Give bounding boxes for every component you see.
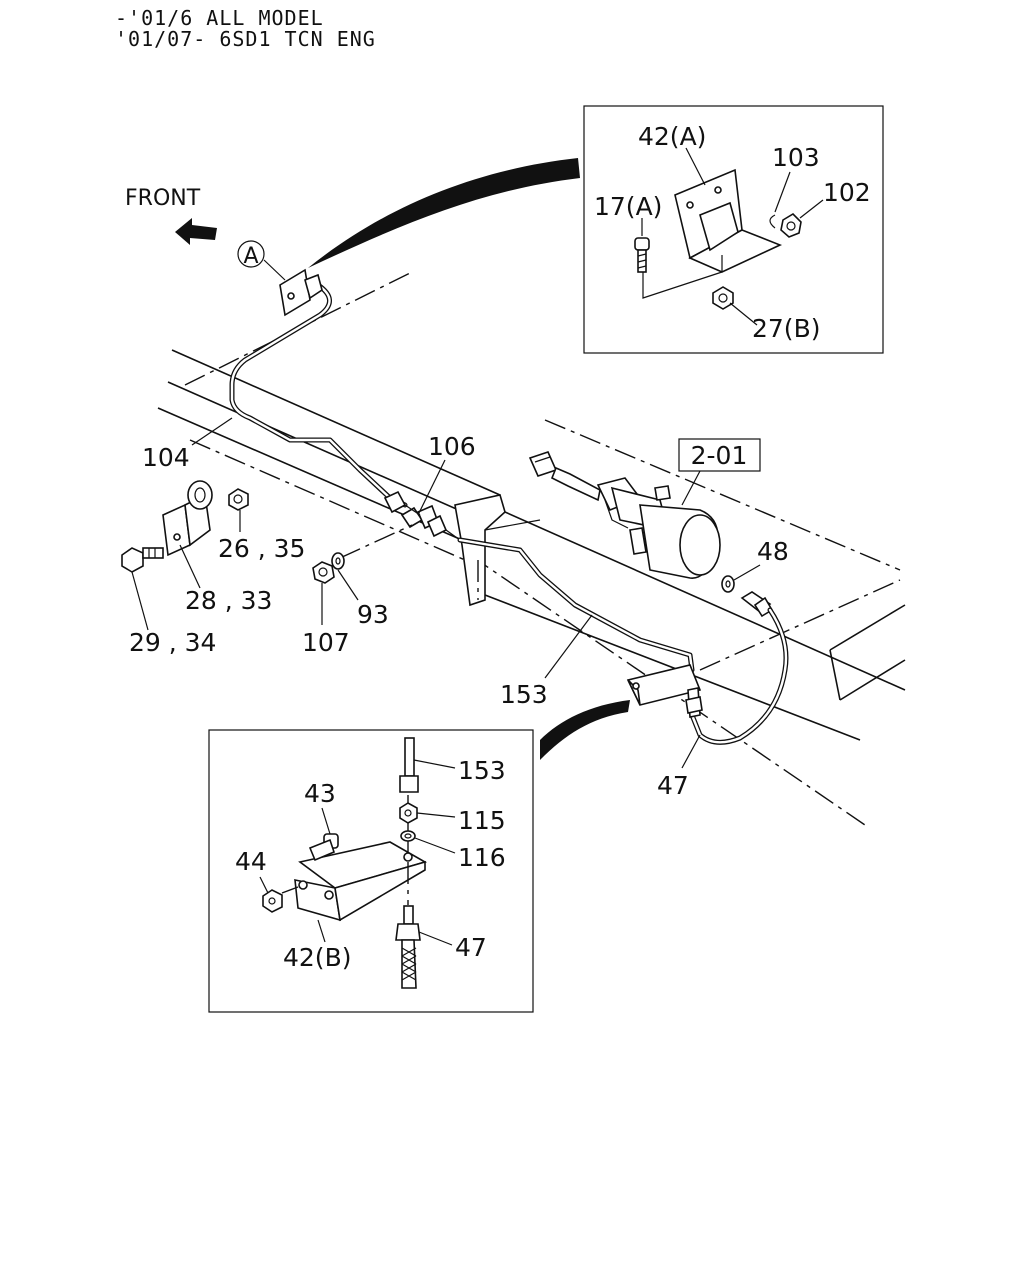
centerline-106 (339, 524, 413, 559)
union-fitting-106 (383, 490, 461, 541)
label-48: 48 (757, 537, 789, 566)
leader-arrow-to-inset-b (540, 700, 630, 760)
leader-28-33 (179, 544, 201, 589)
label-104: 104 (142, 443, 190, 472)
ref-box-text: 2-01 (691, 441, 748, 470)
nut-107 (312, 561, 335, 584)
pipe-104 (229, 282, 408, 508)
label-115: 115 (458, 806, 506, 835)
leader-106 (417, 459, 446, 516)
label-107: 107 (302, 628, 350, 657)
label-116: 116 (458, 843, 506, 872)
clip-28-33 (162, 480, 213, 557)
washer-93 (331, 552, 345, 570)
label-inset-47: 47 (455, 933, 487, 962)
hose-fitting-upper (740, 591, 774, 618)
label-29-34: 29 , 34 (129, 628, 216, 657)
leader-2-01 (681, 470, 701, 506)
cross-member (454, 494, 541, 607)
leader-arrow-to-inset-a (308, 158, 580, 268)
label-42b: 42(B) (283, 943, 351, 972)
engine-range-line: '01/07- 6SD1 TCN ENG (115, 27, 376, 51)
frame-rail-lines (157, 271, 906, 826)
label-26-35: 26 , 35 (218, 534, 305, 563)
label-47: 47 (657, 771, 689, 800)
hose-47 (689, 607, 789, 745)
leader-93 (337, 569, 359, 601)
label-43: 43 (304, 779, 336, 808)
label-153: 153 (500, 680, 548, 709)
label-42a: 42(A) (638, 122, 706, 151)
label-17a: 17(A) (594, 192, 662, 221)
model-range-line: -'01/6 ALL MODEL (115, 6, 324, 30)
ref-box-2-01 (678, 438, 761, 472)
label-103: 103 (772, 143, 820, 172)
leader-153 (544, 614, 593, 679)
front-arrow-icon (175, 218, 217, 245)
label-44: 44 (235, 847, 267, 876)
inset-b-panel (208, 729, 534, 1013)
callout-a-marker: A (237, 240, 286, 281)
nut-26-35 (228, 488, 249, 511)
bracket-a (279, 268, 323, 317)
label-inset-153: 153 (458, 756, 506, 785)
pipe-153 (457, 537, 695, 673)
label-28-33: 28 , 33 (185, 586, 272, 615)
leader-48 (733, 564, 761, 581)
label-27b: 27(B) (752, 314, 820, 343)
label-106: 106 (428, 432, 476, 461)
inset-a-panel (583, 105, 884, 354)
callout-a-text: A (243, 244, 258, 269)
bracket-42b-main (626, 664, 703, 718)
air-master-cylinder (528, 451, 721, 579)
label-93: 93 (357, 600, 389, 629)
bolt-29-34 (121, 547, 164, 573)
label-102: 102 (823, 178, 871, 207)
leader-29-34 (131, 571, 149, 631)
front-label: FRONT (125, 186, 201, 211)
leader-104 (191, 417, 233, 446)
washer-48 (721, 575, 735, 593)
leader-47 (681, 734, 701, 769)
